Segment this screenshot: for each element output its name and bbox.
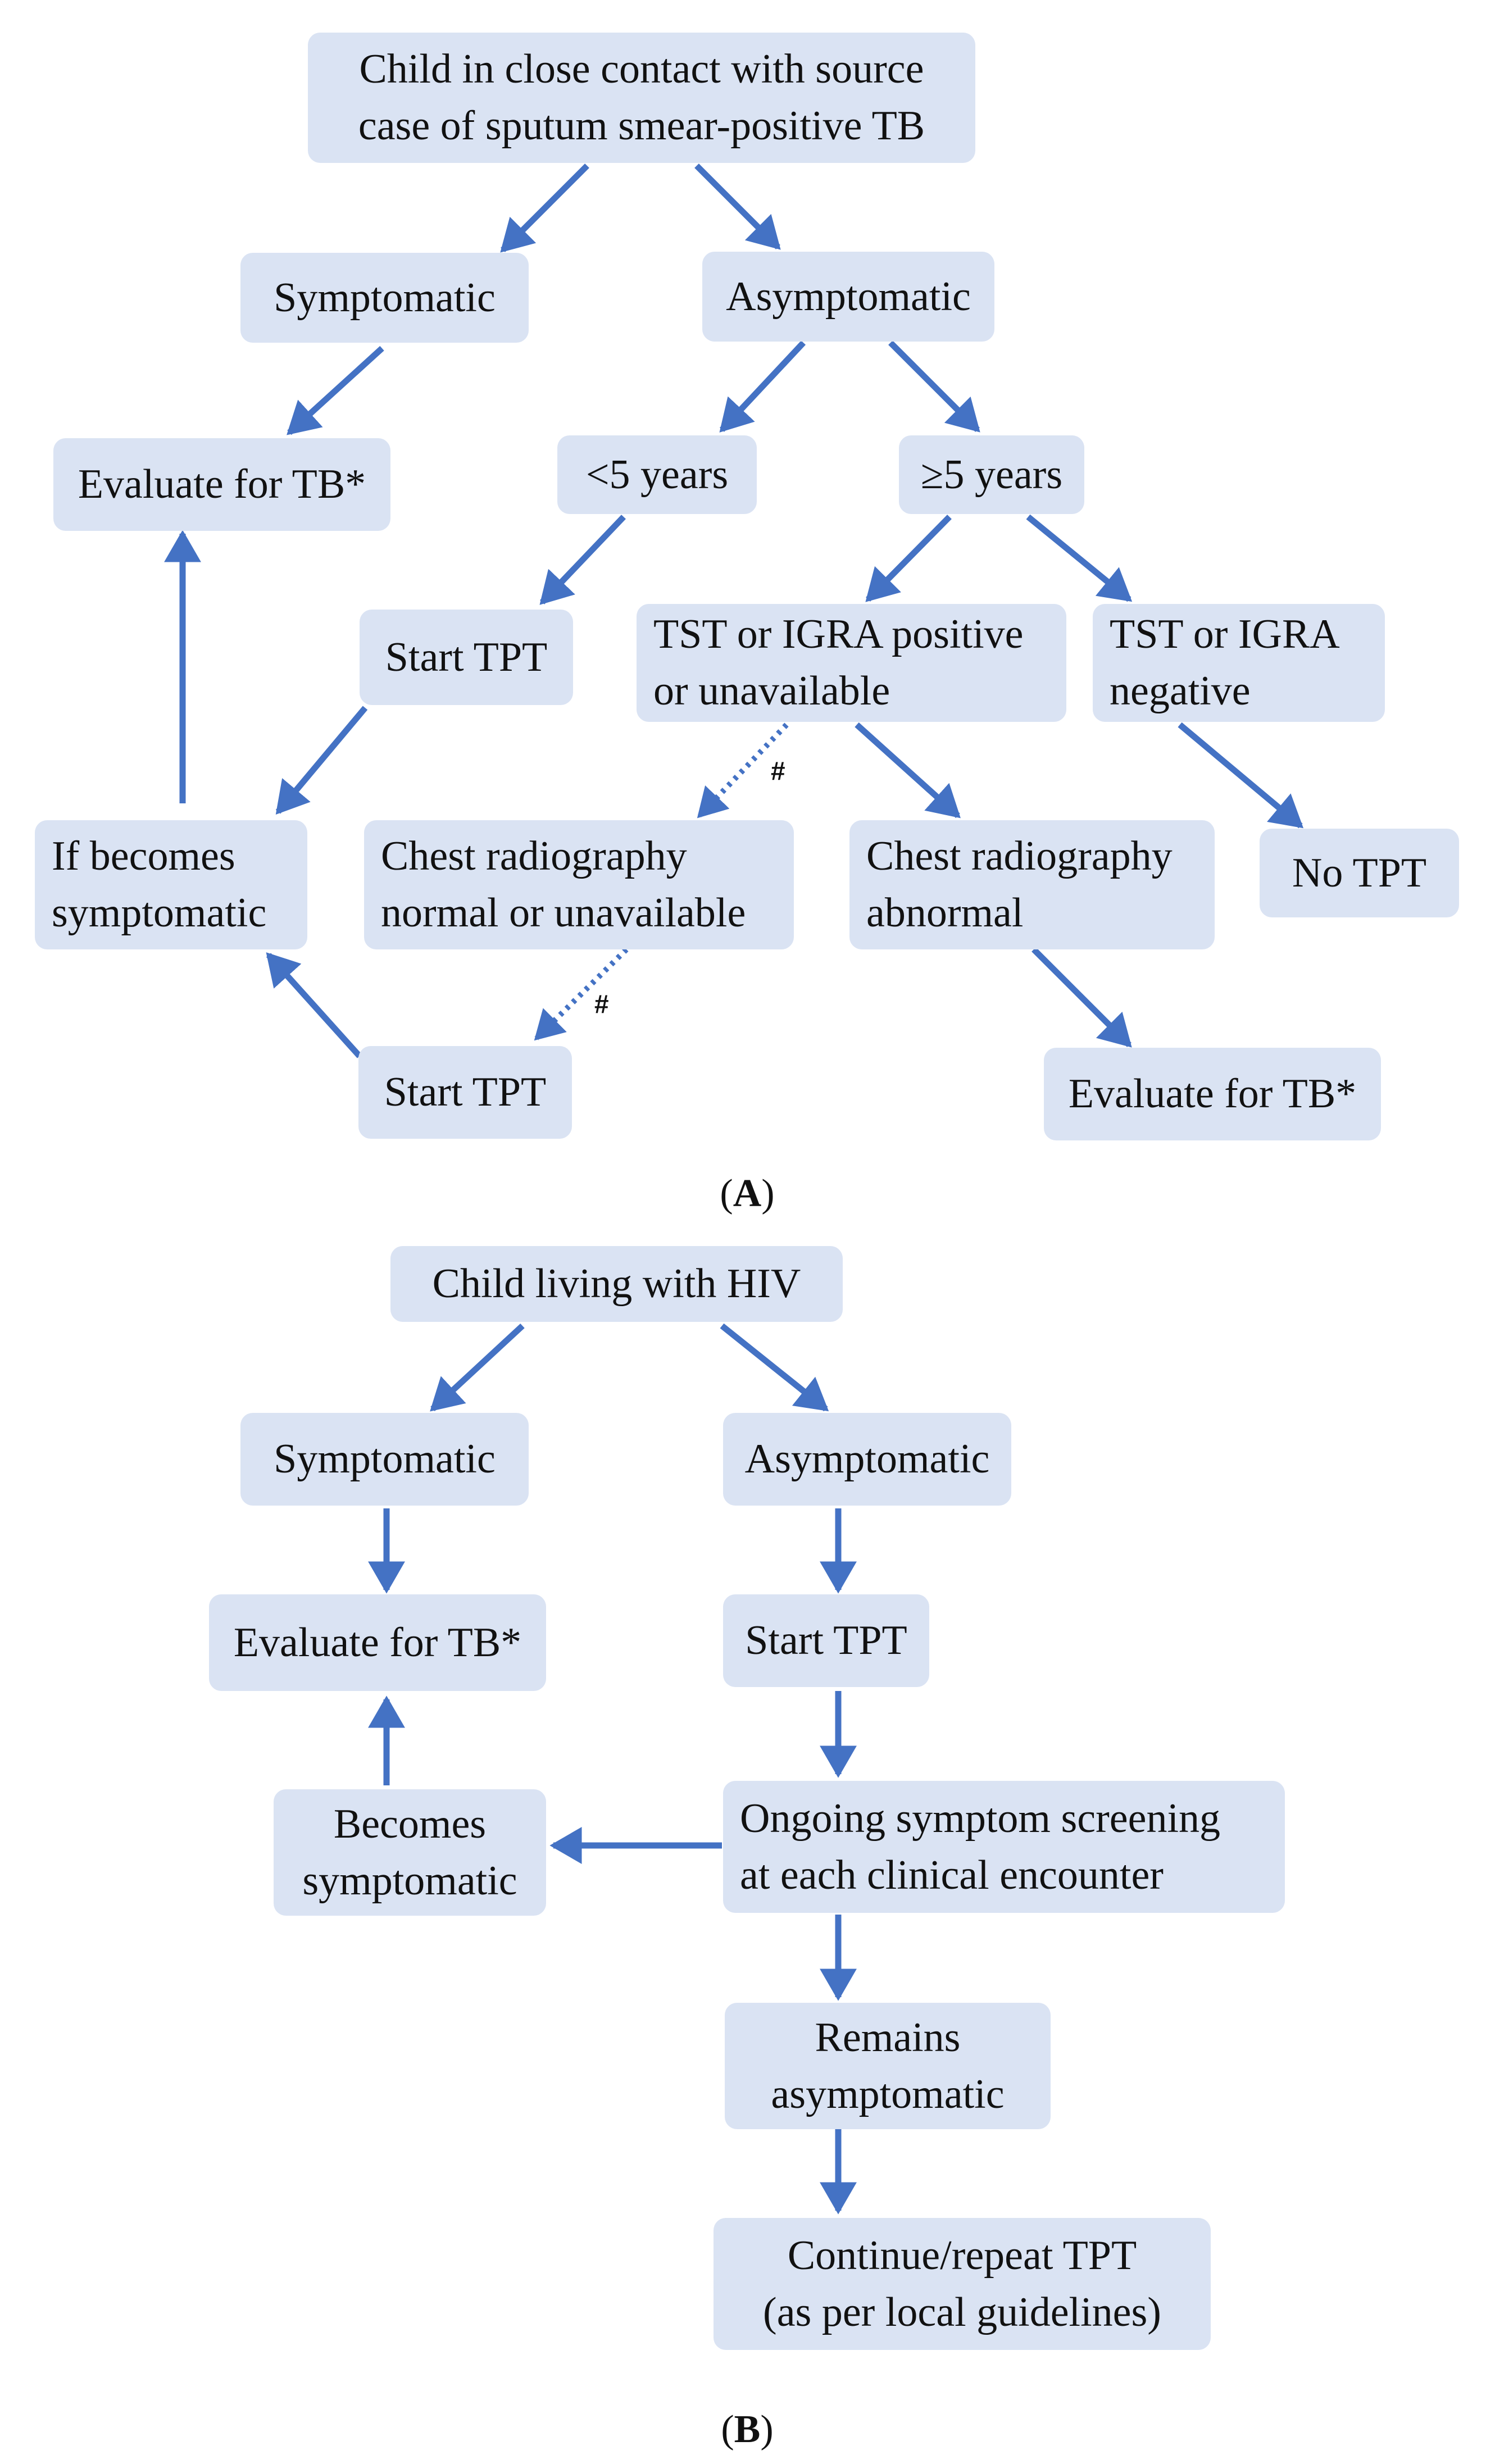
child-living-with-hiv-node: Child living with HIV: [390, 1246, 843, 1322]
symptomatic-node-a: Symptomatic: [240, 253, 529, 343]
hash-footnote-mark-lower: #: [594, 989, 609, 1019]
start-tpt-node-b: Start TPT: [723, 1594, 929, 1687]
hash-footnote-mark-upper: #: [771, 756, 785, 785]
no-tpt-node: No TPT: [1260, 829, 1459, 917]
evaluate-tb-node-left: Evaluate for TB*: [53, 438, 390, 531]
under-5-years-node: <5 years: [557, 435, 757, 514]
arrow-hiv-to-asymptomatic: [720, 1323, 829, 1412]
arrow-tst-positive-to-cxr-abnormal: [855, 722, 961, 819]
arrow-symptomatic-to-evaluate: [287, 345, 384, 435]
arrow-asymptomatic-to-under5: [719, 340, 806, 433]
evaluate-tb-node-b: Evaluate for TB*: [209, 1594, 546, 1691]
panel-label-b: (B): [721, 2408, 774, 2451]
arrow-start-tpt-to-becomes-symptomatic: [275, 706, 368, 815]
dotted-arrow-cxr-normal-to-start-tpt: [534, 947, 629, 1041]
dotted-arrow-tst-positive-to-cxr-normal: [697, 722, 789, 819]
arrow-cxr-abnormal-to-evaluate: [1031, 947, 1132, 1048]
symptomatic-node-b: Symptomatic: [240, 1413, 529, 1506]
arrow-asymptomatic-to-over5: [888, 340, 980, 433]
arrow-start-tpt-lower-to-becomes-symptomatic: [266, 952, 362, 1058]
arrow-over5-to-tst-negative: [1026, 514, 1133, 602]
asymptomatic-node-b: Asymptomatic: [723, 1413, 1011, 1506]
arrow-over5-to-tst-positive: [865, 515, 952, 602]
arrow-source-to-symptomatic: [500, 163, 589, 253]
arrow-hiv-to-symptomatic: [430, 1323, 525, 1412]
start-tpt-node-upper: Start TPT: [360, 610, 573, 705]
arrow-under5-to-start-tpt: [539, 515, 626, 605]
continue-repeat-tpt-node: Continue/repeat TPT(as per local guideli…: [714, 2218, 1211, 2350]
start-tpt-node-lower: Start TPT: [358, 1046, 572, 1139]
arrow-tst-negative-to-no-tpt: [1178, 722, 1304, 829]
panel-label-a: (A): [720, 1172, 775, 1215]
evaluate-tb-node-right: Evaluate for TB*: [1044, 1048, 1381, 1140]
arrow-source-to-asymptomatic: [694, 163, 781, 250]
asymptomatic-node-a: Asymptomatic: [702, 252, 994, 342]
5-years-and-over-node: ≥5 years: [899, 435, 1084, 514]
